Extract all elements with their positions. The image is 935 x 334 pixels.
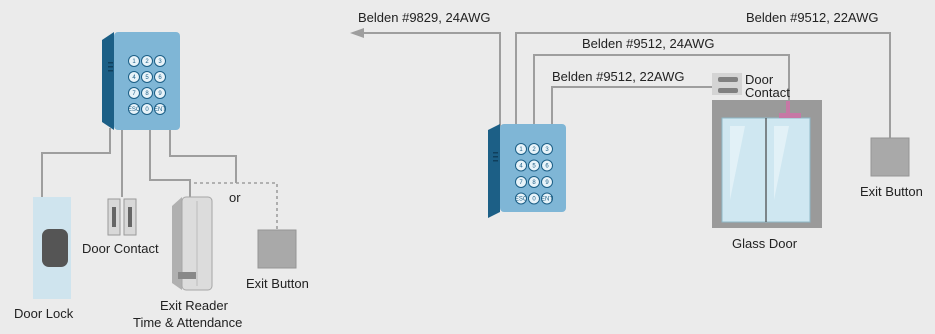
right-key-label: 0 [532,197,536,203]
exit-button-right [870,137,910,177]
right-key-9 [515,192,527,205]
left-key-label: 1 [132,59,136,65]
left-key-11 [154,103,166,115]
left-key-label: 8 [145,91,149,97]
right-key-label: 9 [545,180,549,186]
right-key-7 [528,176,540,188]
left-key-label: ESC [128,107,141,113]
exit-reader [172,196,213,291]
door-contact-label: Door Contact [82,241,159,256]
left-key-label: 5 [145,75,149,81]
left-wiring [41,128,278,230]
right-key-label: 4 [519,164,523,170]
left-key-label: 0 [145,107,149,113]
exit-button-label-left: Exit Button [246,276,309,291]
right-key-label: 8 [532,180,536,186]
right-key-label: 6 [545,164,549,170]
right-key-1 [528,143,540,155]
left-key-label: 9 [158,91,162,97]
right-key-label: 5 [532,164,536,170]
right-key-6 [515,176,527,188]
or-label: or [229,190,241,205]
left-key-4 [141,71,153,83]
left-key-label: 2 [145,59,149,65]
right-key-label: ENT [541,197,553,203]
left-key-9 [128,103,140,115]
cable-label-contact: Belden #9512, 22AWG [552,69,685,84]
left-key-0 [128,55,140,67]
door-contact-sensor [107,198,137,236]
exit-reader-label: Exit Reader [160,298,229,313]
left-key-label: 6 [158,75,162,81]
right-key-label: 3 [545,147,549,153]
left-key-6 [128,87,140,99]
left-key-2 [154,55,166,67]
left-key-label: 7 [132,91,136,97]
right-key-3 [515,159,527,172]
door-lock-label: Door Lock [14,306,74,321]
exit-button-left [257,229,297,269]
right-key-label: 1 [519,147,523,153]
right-key-label: 2 [532,147,536,153]
right-key-0 [515,143,527,155]
right-key-label: 7 [519,180,523,186]
left-key-10 [141,103,153,115]
right-wiring [350,28,891,138]
right-key-8 [541,176,553,188]
contact-legend-label: Contact [745,85,790,100]
left-key-label: 4 [132,75,136,81]
left-key-1 [141,55,153,67]
left-key-8 [154,87,166,99]
left-key-5 [154,71,166,83]
left-key-7 [141,87,153,99]
door-lock [33,197,71,299]
exit-button-label-right: Exit Button [860,184,923,199]
cable-label-exit-button: Belden #9512, 22AWG [746,10,879,25]
right-key-5 [541,159,553,172]
glass-door-label: Glass Door [732,236,798,251]
left-key-label: 3 [158,59,162,65]
left-key-label: ENT [154,107,166,113]
glass-door [712,100,822,228]
door-contact-legend [712,73,742,95]
time-attendance-label: Time & Attendance [133,315,242,329]
cable-label-9829: Belden #9829, 24AWG [358,10,491,25]
right-key-11 [541,192,553,205]
right-key-10 [528,192,540,205]
door-legend-label: Door [745,72,774,87]
right-key-4 [528,159,540,172]
right-key-2 [541,143,553,155]
left-key-3 [128,71,140,83]
cable-label-lock: Belden #9512, 24AWG [582,36,715,51]
right-key-label: ESC [515,197,528,203]
